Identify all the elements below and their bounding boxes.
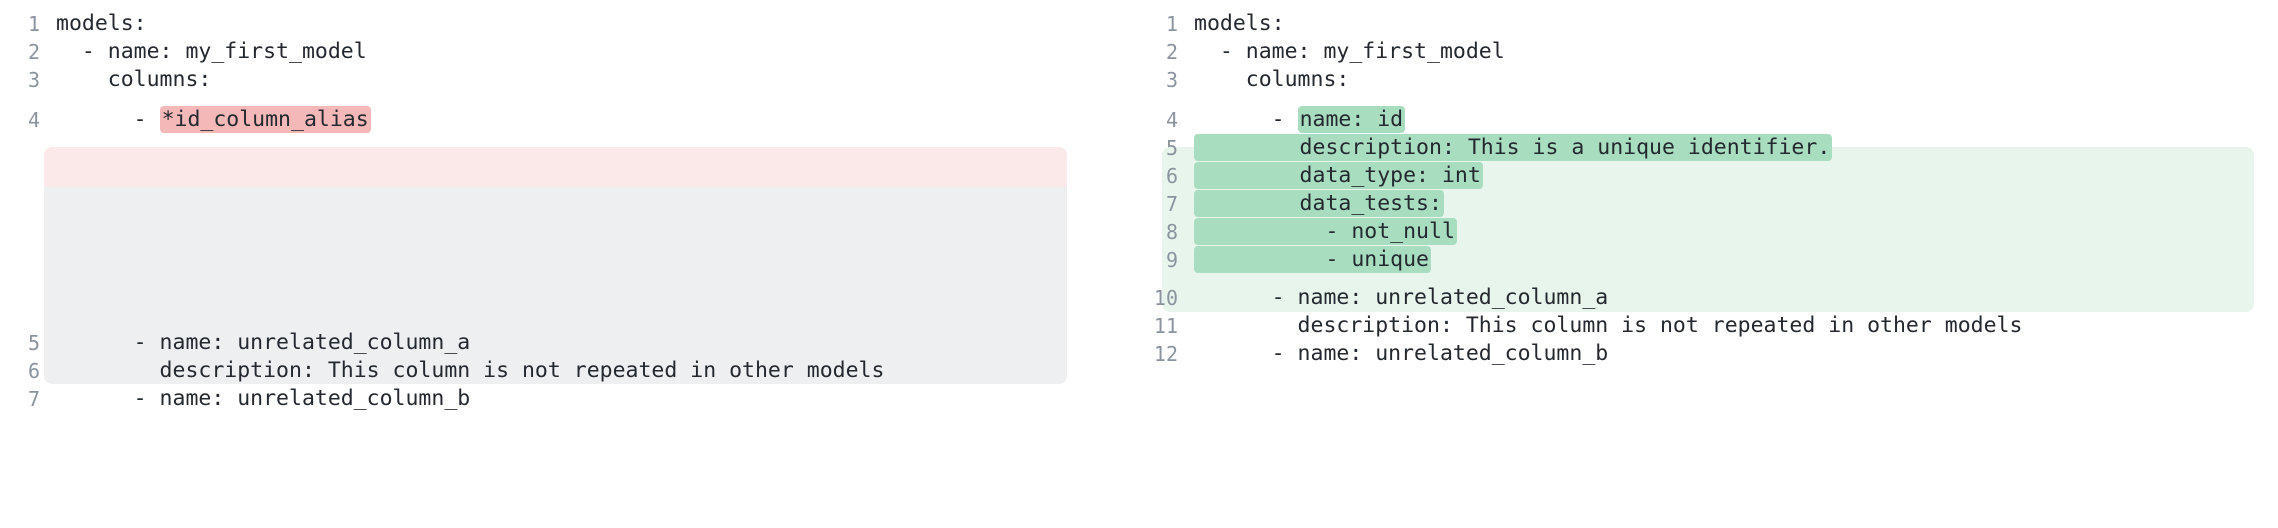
gap-placeholder-background xyxy=(44,187,1067,384)
line-number: 1 xyxy=(1165,12,1178,36)
line-number: 5 xyxy=(1165,136,1178,160)
line-content: - name: my_first_model xyxy=(56,39,367,64)
line-prefix: - xyxy=(56,107,160,132)
line-number: 4 xyxy=(27,108,40,132)
code-line[interactable]: 12 - name: unrelated_column_b xyxy=(1138,340,2278,368)
code-line-added[interactable]: 8 - not_null xyxy=(1138,218,2278,246)
added-word-highlight: data_type: int xyxy=(1194,162,1483,189)
code-line-added[interactable]: 5 description: This is a unique identifi… xyxy=(1138,134,2278,162)
line-content: data_type: int xyxy=(1178,162,2278,190)
line-number: 6 xyxy=(1165,164,1178,188)
diff-panel-after: 1 models: 2 - name: my_first_model 3 col… xyxy=(1138,0,2278,528)
line-number: 3 xyxy=(27,68,40,92)
code-line-added[interactable]: 6 data_type: int xyxy=(1138,162,2278,190)
code-line-deleted[interactable]: 4 - *id_column_alias xyxy=(0,106,1138,134)
code-line-added[interactable]: 4 - name: id xyxy=(1138,106,2278,134)
code-line[interactable]: 3 columns: xyxy=(0,66,1138,94)
line-number: 7 xyxy=(1165,192,1178,216)
code-line[interactable]: 3 columns: xyxy=(1138,66,2278,94)
code-lines-after: 1 models: 2 - name: my_first_model 3 col… xyxy=(1138,0,2278,368)
code-line-added[interactable]: 7 data_tests: xyxy=(1138,190,2278,218)
code-line[interactable]: 1 models: xyxy=(0,10,1138,38)
line-content: - name: unrelated_column_a xyxy=(1194,285,1609,310)
line-number: 12 xyxy=(1153,342,1178,366)
line-content: data_tests: xyxy=(1178,190,2278,218)
code-line[interactable]: 2 - name: my_first_model xyxy=(0,38,1138,66)
line-content: - unique xyxy=(1178,246,2278,274)
gap-placeholder-line xyxy=(0,134,1138,319)
code-line[interactable]: 11 description: This column is not repea… xyxy=(1138,312,2278,340)
code-line[interactable]: 6 description: This column is not repeat… xyxy=(0,357,1138,385)
line-number: 10 xyxy=(1153,286,1178,310)
line-content: description: This column is not repeated… xyxy=(1194,313,2023,338)
line-number: 7 xyxy=(27,387,40,411)
line-content: models: xyxy=(56,11,147,36)
line-number: 11 xyxy=(1153,314,1178,338)
diff-panel-before: 1 models: 2 - name: my_first_model 3 col… xyxy=(0,0,1138,528)
line-number: 2 xyxy=(27,40,40,64)
line-number: 8 xyxy=(1165,220,1178,244)
deleted-word-highlight: *id_column_alias xyxy=(159,106,371,133)
line-number: 6 xyxy=(27,359,40,383)
line-content: description: This is a unique identifier… xyxy=(1178,134,2278,162)
line-content: - *id_column_alias xyxy=(40,106,1138,134)
line-prefix: - xyxy=(1194,107,1298,132)
line-content: columns: xyxy=(56,67,212,92)
code-lines-before: 1 models: 2 - name: my_first_model 3 col… xyxy=(0,0,1138,413)
line-content: - not_null xyxy=(1178,218,2278,246)
line-content: - name: unrelated_column_a xyxy=(56,330,471,355)
line-content: - name: unrelated_column_b xyxy=(56,386,471,411)
line-content: - name: my_first_model xyxy=(1194,39,1505,64)
code-line[interactable]: 7 - name: unrelated_column_b xyxy=(0,385,1138,413)
added-word-highlight: name: id xyxy=(1297,106,1406,133)
line-number: 2 xyxy=(1165,40,1178,64)
line-content: description: This column is not repeated… xyxy=(56,358,885,383)
line-number: 4 xyxy=(1165,108,1178,132)
added-word-highlight: description: This is a unique identifier… xyxy=(1194,134,1833,161)
code-line-added[interactable]: 9 - unique xyxy=(1138,246,2278,274)
code-line[interactable]: 2 - name: my_first_model xyxy=(1138,38,2278,66)
code-line[interactable]: 5 - name: unrelated_column_a xyxy=(0,329,1138,357)
line-content: models: xyxy=(1194,11,1285,36)
line-number: 9 xyxy=(1165,248,1178,272)
added-word-highlight: - not_null xyxy=(1194,218,1457,245)
line-content: columns: xyxy=(1194,67,1350,92)
line-number: 1 xyxy=(27,12,40,36)
line-number: 3 xyxy=(1165,68,1178,92)
line-content: - name: id xyxy=(1178,106,2278,134)
line-content: - name: unrelated_column_b xyxy=(1194,341,1609,366)
added-word-highlight: - unique xyxy=(1194,246,1431,273)
code-line[interactable]: 10 - name: unrelated_column_a xyxy=(1138,284,2278,312)
deleted-row-background xyxy=(44,147,1067,187)
code-line[interactable]: 1 models: xyxy=(1138,10,2278,38)
line-number: 5 xyxy=(27,331,40,355)
added-word-highlight: data_tests: xyxy=(1194,190,1444,217)
